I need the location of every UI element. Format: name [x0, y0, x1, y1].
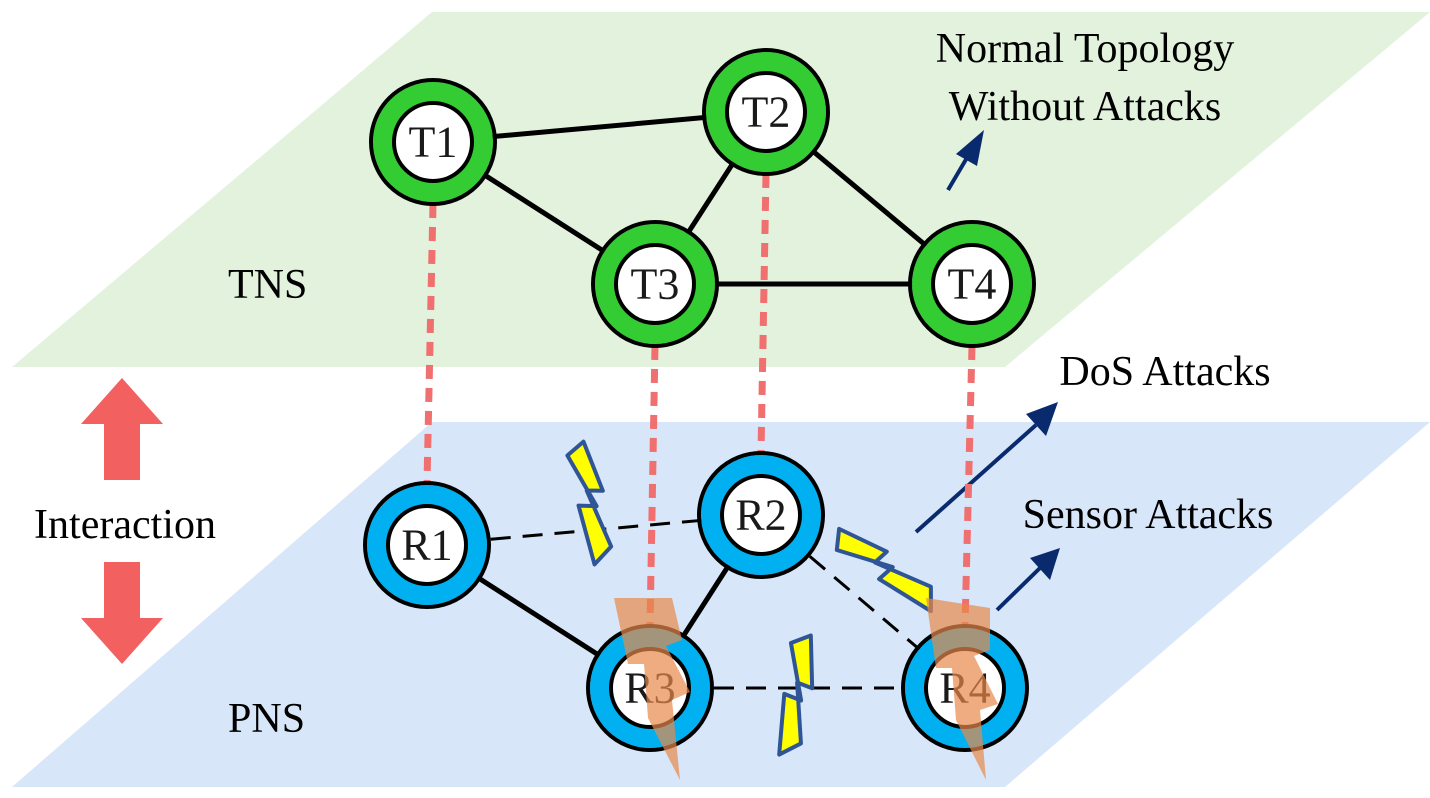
- sensor-attack-r4-icon: [926, 598, 998, 780]
- node-label-t3: T3: [631, 260, 680, 309]
- vertical-link-t3-r3: [646, 345, 659, 627]
- node-label-t2: T2: [742, 88, 791, 137]
- dos-attacks-arrow-icon: [914, 402, 1058, 534]
- node-label-t1: T1: [409, 118, 458, 167]
- normal-topology-arrow-icon: [946, 130, 984, 192]
- tns-plane: [12, 12, 1430, 367]
- vertical-link-t2-r2: [757, 173, 770, 454]
- node-t4: T4: [908, 220, 1036, 348]
- normal-topology-line2: Without Attacks: [949, 84, 1221, 130]
- normal-topology-line1: Normal Topology: [936, 26, 1234, 72]
- pns-plane: [12, 422, 1430, 787]
- interaction-up-arrow-icon: [81, 378, 163, 480]
- node-r1: R1: [363, 481, 491, 609]
- interaction-down-arrow-icon: [81, 562, 163, 664]
- node-label-r1: R1: [401, 521, 452, 570]
- interaction-label: Interaction: [34, 502, 216, 548]
- vertical-link-t1-r1: [423, 203, 437, 484]
- tns-label: TNS: [228, 262, 307, 308]
- node-t3: T3: [591, 220, 719, 348]
- sensor-attack-r3-icon: [614, 598, 690, 780]
- dos-lightning-r3-r4-icon: [777, 633, 815, 757]
- node-t1: T1: [369, 78, 497, 206]
- sensor-attacks-label: Sensor Attacks: [1023, 492, 1274, 538]
- node-r2: R2: [697, 451, 825, 579]
- pns-label: PNS: [228, 696, 305, 742]
- sensor-attacks-arrow-icon: [995, 548, 1060, 612]
- dos-lightning-r1-r2-icon: [565, 439, 614, 567]
- node-t2: T2: [702, 48, 830, 176]
- node-label-t4: T4: [948, 260, 997, 309]
- node-label-r2: R2: [735, 491, 786, 540]
- vertical-link-t4-r4: [961, 345, 976, 627]
- dos-attacks-label: DoS Attacks: [1059, 349, 1270, 395]
